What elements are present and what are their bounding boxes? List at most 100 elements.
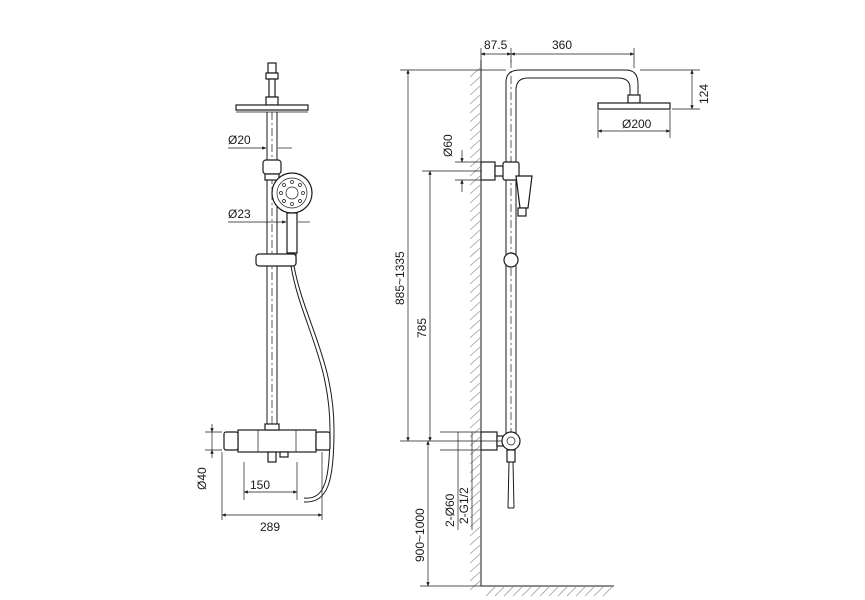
wall-hatch-line [469,337,481,348]
thermostatic-mixer-valve [223,423,331,463]
mixer-valve-side [480,431,521,509]
wall-hatch-line [469,346,481,357]
wall-hatch-line [469,526,481,537]
overhead-shower-head-side [597,94,671,110]
wall-hatch-line [469,499,481,510]
wall-hatch-line [469,562,481,573]
floor-hatch-line [539,586,550,597]
wall-hatch-line [469,400,481,411]
dim-bar-height: 785 [415,318,429,338]
wall-hatch-line [469,103,481,114]
wall-hatch-line [469,85,481,96]
wall-hatch-line [469,382,481,393]
front-dimensions [205,146,323,520]
wall-hatch-line [469,373,481,384]
wall-hatch-line [469,544,481,555]
wall-hatch-line [469,463,481,474]
wall-hatch-line [469,121,481,132]
wall-hatch-line [469,193,481,204]
floor-hatch-line [485,586,496,597]
wall-hatch-line [469,184,481,195]
floor-hatch-line [512,586,523,597]
floor-hatch-line [575,586,586,597]
hand-shower [271,172,313,264]
wall-hatch-line [469,175,481,186]
wall-hatch-line [469,328,481,339]
wall-hatch-line [469,292,481,303]
wall-hatch-line [469,148,481,159]
floor-hatch-line [494,586,505,597]
wall-hatch-line [469,571,481,582]
wall-hatch-line [469,220,481,231]
wall-hatch-line [469,94,481,105]
riser-and-arm [505,60,639,440]
handset-holder [262,159,282,181]
floor-hatch-line [548,586,559,597]
wall-hatch-line [469,301,481,312]
dim-head-diameter: Ø200 [622,117,652,131]
wall-hatch-line [469,265,481,276]
side-view: 87.5 360 124 Ø200 Ø60 885~1335 785 2-Ø60… [393,38,711,597]
floor-hatch-line [521,586,532,597]
wall-hatch-line [469,436,481,447]
wall-hatch-line [469,256,481,267]
wall-hatch-line [469,445,481,456]
dim-bar-diameter: Ø20 [228,133,251,147]
wall-bracket-upper [480,161,520,181]
dim-floor-height: 900~1000 [413,508,427,562]
dim-bracket-diameter: Ø60 [441,134,455,157]
wall-hatch-line [469,427,481,438]
dim-valve-diameter: Ø40 [195,467,209,490]
wall-hatch-line [469,418,481,429]
side-dimensions [400,48,700,587]
wall-hatch-line [469,508,481,519]
hand-shower-side [515,175,533,217]
lower-slider [255,253,297,267]
spray-nozzles [279,180,305,206]
wall-hatching [469,67,613,597]
dim-head-drop: 124 [697,84,711,104]
wall-hatch-line [469,355,481,366]
wall-hatch-line [469,454,481,465]
wall-hatch-line [469,166,481,177]
wall-hatch-line [469,130,481,141]
dim-wall-offset: 87.5 [484,38,508,52]
wall-hatch-line [469,364,481,375]
dim-total-width: 289 [260,520,280,534]
wall-hatch-line [469,274,481,285]
floor-hatch-line [584,586,595,597]
wall-hatch-line [469,553,481,564]
wall-hatch-line [469,580,481,591]
floor-hatch-line [602,586,613,597]
slider-knob [503,252,519,268]
wall-hatch-line [469,535,481,546]
dim-arm-length: 360 [552,38,572,52]
wall-hatch-line [469,229,481,240]
wall-hatch-line [469,472,481,483]
shower-hose [290,265,331,499]
wall-hatch-line [469,139,481,150]
floor-hatch-line [566,586,577,597]
overhead-shower-head [235,104,309,113]
front-view: Ø20 Ø23 Ø40 150 289 [195,62,335,534]
wall-hatch-line [469,481,481,492]
dim-thread: 2-G1/2 [457,487,471,524]
floor-hatch-line [530,586,541,597]
dim-handset-diameter: Ø23 [228,207,251,221]
wall-hatch-line [469,391,481,402]
floor-hatch-line [557,586,568,597]
wall-hatch-line [469,76,481,87]
wall-hatch-line [469,247,481,258]
top-stem [265,62,279,106]
wall-hatch-line [469,112,481,123]
wall-hatch-line [469,67,481,78]
wall-hatch-line [469,310,481,321]
wall-hatch-line [469,238,481,249]
wall-hatch-line [469,517,481,528]
floor-hatch-line [593,586,604,597]
dim-cover-diameter: 2-Ø60 [443,493,457,527]
wall [469,60,614,597]
dim-height-range: 885~1335 [393,251,407,305]
floor-hatch-line [503,586,514,597]
